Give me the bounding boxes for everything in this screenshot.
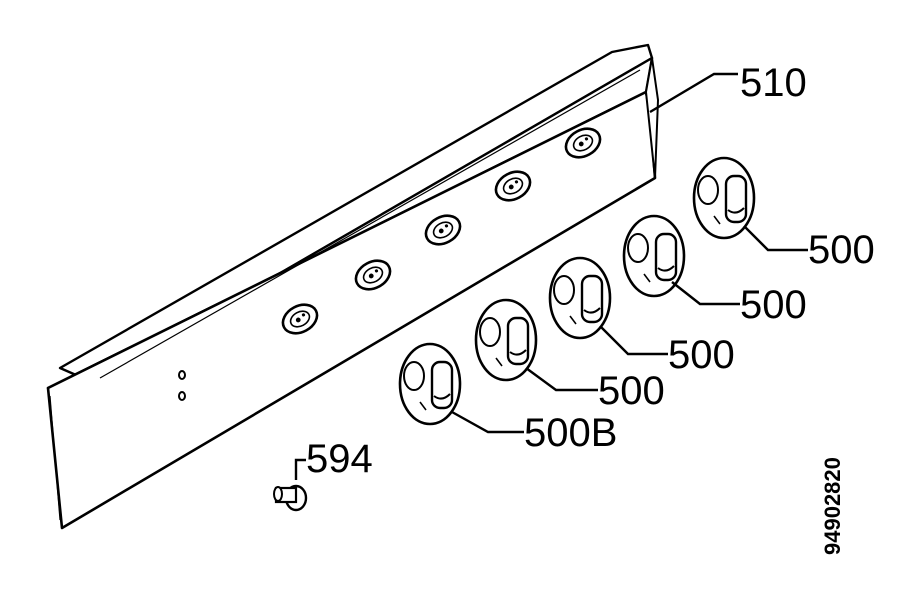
- leader-500-1: [525, 367, 598, 392]
- knob-500-3: [622, 214, 686, 298]
- panel-screw-holes: [178, 370, 186, 401]
- label-500-3: 500: [740, 283, 807, 327]
- knob-500-2: [548, 256, 612, 340]
- label-500-1: 500: [598, 369, 665, 413]
- panel-knob-holes: [281, 127, 602, 335]
- control-panel: [46, 43, 659, 530]
- drawing-number: 94902820: [820, 457, 845, 555]
- knob-hole: [281, 303, 319, 335]
- label-500-2: 500: [668, 333, 735, 377]
- leader-510: [649, 72, 738, 114]
- knob-500-4: [692, 156, 756, 240]
- knob-500-1: [474, 298, 538, 382]
- leader-500-4: [743, 225, 808, 252]
- knob-hole: [564, 127, 602, 159]
- knob-hole: [494, 170, 532, 202]
- leader-594: [294, 458, 306, 480]
- knob-hole: [354, 259, 392, 291]
- label-500B: 500B: [524, 411, 617, 455]
- label-500-4: 500: [808, 228, 875, 272]
- knob-500B: [398, 342, 462, 426]
- screw-594: [273, 484, 308, 512]
- leader-lines: [294, 72, 808, 480]
- leader-500-3: [671, 281, 740, 306]
- leader-500-2: [599, 325, 668, 356]
- leader-500B: [451, 410, 524, 434]
- knob-hole: [424, 214, 462, 246]
- label-594: 594: [306, 437, 373, 481]
- label-510: 510: [740, 61, 807, 105]
